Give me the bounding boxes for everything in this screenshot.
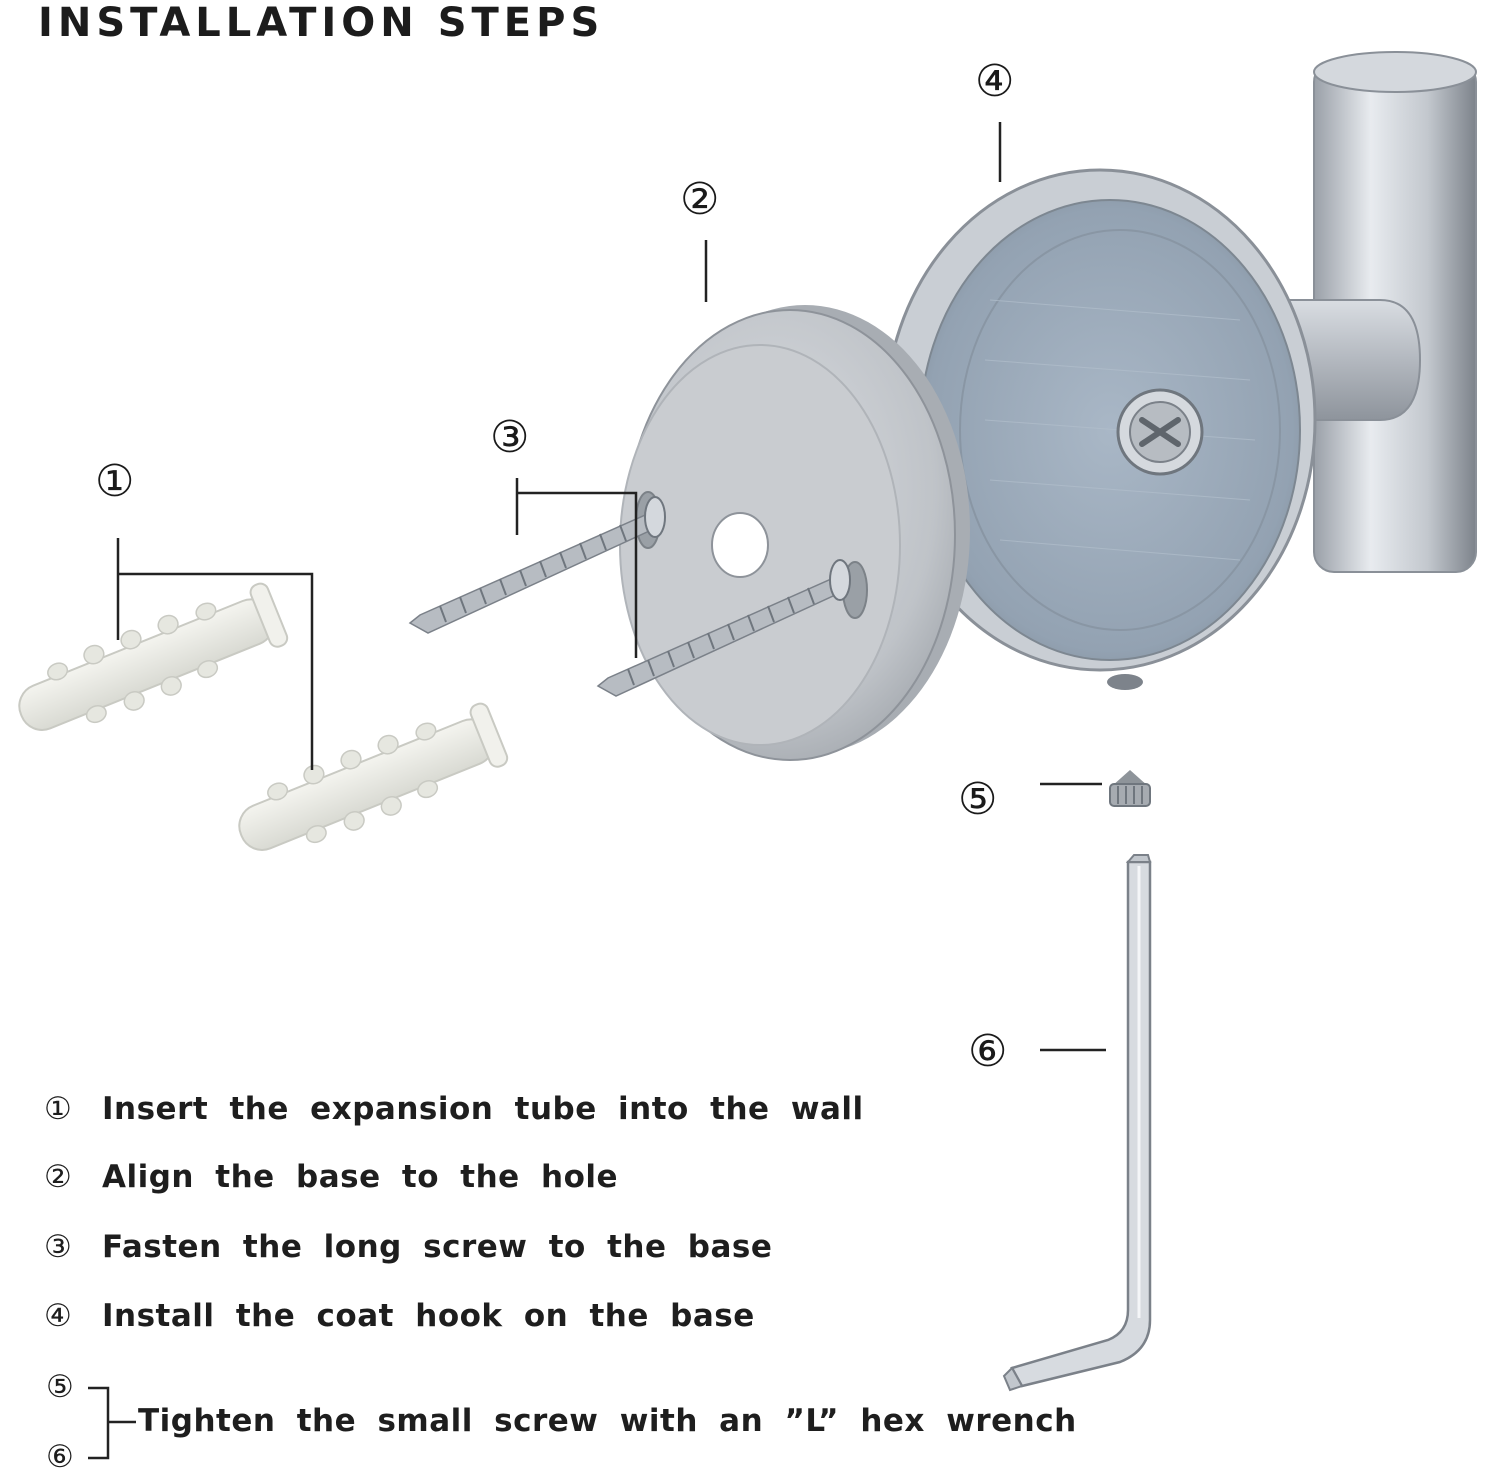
step-3: ③ Fasten the long screw to the base — [44, 1232, 772, 1263]
final-step-number-5: ⑤ — [46, 1369, 74, 1405]
final-step-number-6: ⑥ — [46, 1439, 74, 1475]
page-title: INSTALLATION STEPS — [38, 0, 605, 46]
step-4: ④ Install the coat hook on the base — [44, 1301, 755, 1332]
callout-5: ⑤ — [958, 774, 998, 825]
step-2: ② Align the base to the hole — [44, 1162, 618, 1193]
callout-3: ③ — [490, 412, 530, 463]
long-screws-part — [408, 496, 851, 697]
callout-6: ⑥ — [968, 1026, 1008, 1077]
step-1: ① Insert the expansion tube into the wall — [44, 1094, 864, 1125]
step-2-number: ② — [44, 1159, 73, 1195]
hex-wrench-part — [1002, 854, 1152, 1392]
base-part — [619, 305, 970, 761]
final-step-text: Tighten the small screw with an ”L” hex … — [138, 1403, 1077, 1439]
expansion-tubes-part — [18, 582, 509, 851]
step-1-text: Insert the expansion tube into the wall — [102, 1091, 864, 1127]
step-1-number: ① — [44, 1091, 73, 1127]
step-3-text: Fasten the long screw to the base — [102, 1229, 773, 1265]
step-4-number: ④ — [44, 1298, 73, 1334]
set-screw-part — [1109, 770, 1151, 807]
callout-4: ④ — [975, 56, 1015, 107]
callout-1: ① — [95, 456, 135, 507]
step-2-text: Align the base to the hole — [102, 1159, 619, 1195]
coat-hook-part — [883, 51, 1477, 690]
step-3-number: ③ — [44, 1229, 73, 1265]
callout-2: ② — [680, 174, 720, 225]
leader-lines — [88, 122, 1106, 1460]
step-4-text: Install the coat hook on the base — [102, 1298, 755, 1334]
